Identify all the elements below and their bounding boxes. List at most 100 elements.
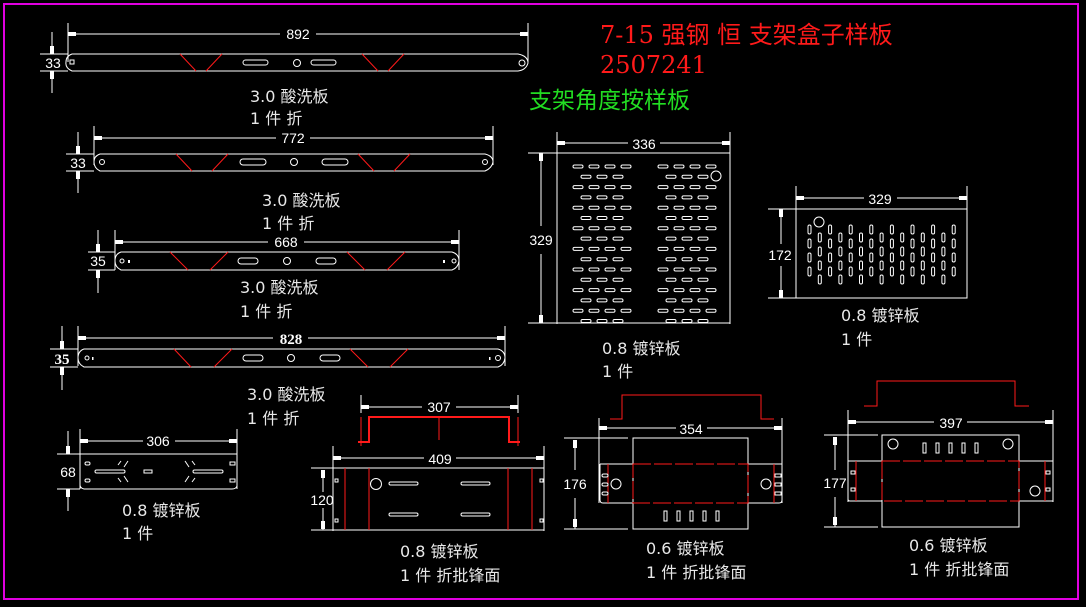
vent-slot xyxy=(665,277,677,282)
vent-slot xyxy=(673,267,685,272)
title-line-1: 7-15 强钢 恒 支架盒子样板 xyxy=(600,21,893,49)
vent-slot xyxy=(572,267,584,272)
vent-slot xyxy=(580,257,592,262)
vent-slot xyxy=(681,195,693,200)
dim-width: 172 xyxy=(768,247,792,263)
bracket-772[interactable]: 772 33 xyxy=(66,126,494,193)
part-material: 0.8 镀锌板 xyxy=(841,306,920,325)
vent-slot xyxy=(657,226,669,231)
vent-slot xyxy=(910,252,915,263)
vent-slot xyxy=(665,298,677,303)
vent-slot xyxy=(807,224,812,235)
vent-slot xyxy=(705,185,717,190)
plate-336[interactable]: 336 329 xyxy=(528,132,731,324)
vent-slot xyxy=(572,308,584,313)
plate-329[interactable]: 329 172 xyxy=(768,186,968,299)
vent-slot xyxy=(681,298,693,303)
vent-slot xyxy=(673,288,685,293)
part-material: 3.0 酸洗板 xyxy=(240,278,319,297)
vent-slot xyxy=(572,226,584,231)
vent-slot xyxy=(859,246,863,257)
vent-slot xyxy=(596,298,608,303)
plate-306[interactable]: 306 68 xyxy=(57,429,238,511)
dim-length: 828 xyxy=(280,332,303,348)
vent-slot xyxy=(848,224,853,235)
vent-slot xyxy=(931,238,936,249)
bracket-892[interactable]: 892 33 xyxy=(40,23,529,93)
vent-slot xyxy=(869,252,874,263)
dim-length: 397 xyxy=(939,415,963,431)
vent-slot xyxy=(689,185,701,190)
vent-slot xyxy=(665,236,677,241)
vent-slot xyxy=(665,257,677,262)
arrow-icon xyxy=(68,32,76,36)
vent-slot xyxy=(838,232,843,243)
vent-slot xyxy=(681,257,693,262)
vent-slot xyxy=(848,238,853,249)
vent-slot xyxy=(604,308,616,313)
vent-slot xyxy=(910,266,915,277)
vent-slot xyxy=(817,232,822,243)
vent-slot xyxy=(879,232,884,243)
vent-slot xyxy=(869,266,874,277)
vent-slot xyxy=(604,246,616,251)
dim-width: 329 xyxy=(529,232,553,248)
bracket-828[interactable]: 828 35 xyxy=(50,326,506,390)
vent-slot xyxy=(848,252,853,263)
vent-slot xyxy=(697,319,709,323)
vent-slot xyxy=(689,246,701,251)
vent-slot xyxy=(807,238,812,249)
vent-slot xyxy=(705,308,717,313)
vent-slot xyxy=(588,308,600,313)
vent-slot xyxy=(665,195,677,200)
vent-slot xyxy=(620,205,632,210)
vent-slot xyxy=(920,274,925,285)
vent-slot xyxy=(657,246,669,251)
vent-slot xyxy=(572,246,584,251)
vent-slot xyxy=(838,274,843,285)
arrow-icon xyxy=(520,32,528,36)
dim-length: 892 xyxy=(286,26,310,42)
vent-slot xyxy=(689,226,701,231)
vent-slot xyxy=(620,308,632,313)
vent-slot xyxy=(828,224,833,235)
part-qty: 1 件 折批锋面 xyxy=(646,563,747,582)
vent-slot xyxy=(681,277,693,282)
part-material: 3.0 酸洗板 xyxy=(262,191,341,210)
vent-slot xyxy=(580,236,592,241)
box-354[interactable]: 354 176 xyxy=(563,394,783,530)
vent-slot xyxy=(596,319,608,323)
dim-width: 68 xyxy=(60,464,76,480)
dim-top: 307 xyxy=(427,399,451,415)
vent-slot xyxy=(817,246,822,257)
dim-width: 35 xyxy=(55,352,70,368)
vent-slot xyxy=(604,185,616,190)
vent-slot xyxy=(620,246,632,251)
vent-slot xyxy=(900,274,905,285)
vent-slot xyxy=(604,205,616,210)
part-material: 0.8 镀锌板 xyxy=(122,501,201,520)
vent-slot xyxy=(588,246,600,251)
vent-slot xyxy=(889,266,894,277)
vent-slot xyxy=(705,205,717,210)
vent-slot xyxy=(588,205,600,210)
vent-slot xyxy=(588,267,600,272)
vent-slot xyxy=(889,238,894,249)
vent-slot xyxy=(580,277,592,282)
bracket-668[interactable]: 668 35 xyxy=(88,230,460,293)
vent-slot xyxy=(697,174,709,179)
vent-slot xyxy=(879,274,884,285)
box-409[interactable]: 307 409 120 xyxy=(310,395,545,531)
vent-slot xyxy=(910,224,915,235)
dim-length: 329 xyxy=(868,191,892,207)
vent-slot xyxy=(838,260,843,271)
vent-slot xyxy=(817,274,822,285)
vent-slot xyxy=(931,252,936,263)
vent-slot xyxy=(657,267,669,272)
vent-slot xyxy=(941,260,946,271)
dim-width: 120 xyxy=(310,492,334,508)
box-397[interactable]: 397 177 xyxy=(823,380,1054,528)
vent-slot xyxy=(900,260,905,271)
vent-slot xyxy=(657,185,669,190)
